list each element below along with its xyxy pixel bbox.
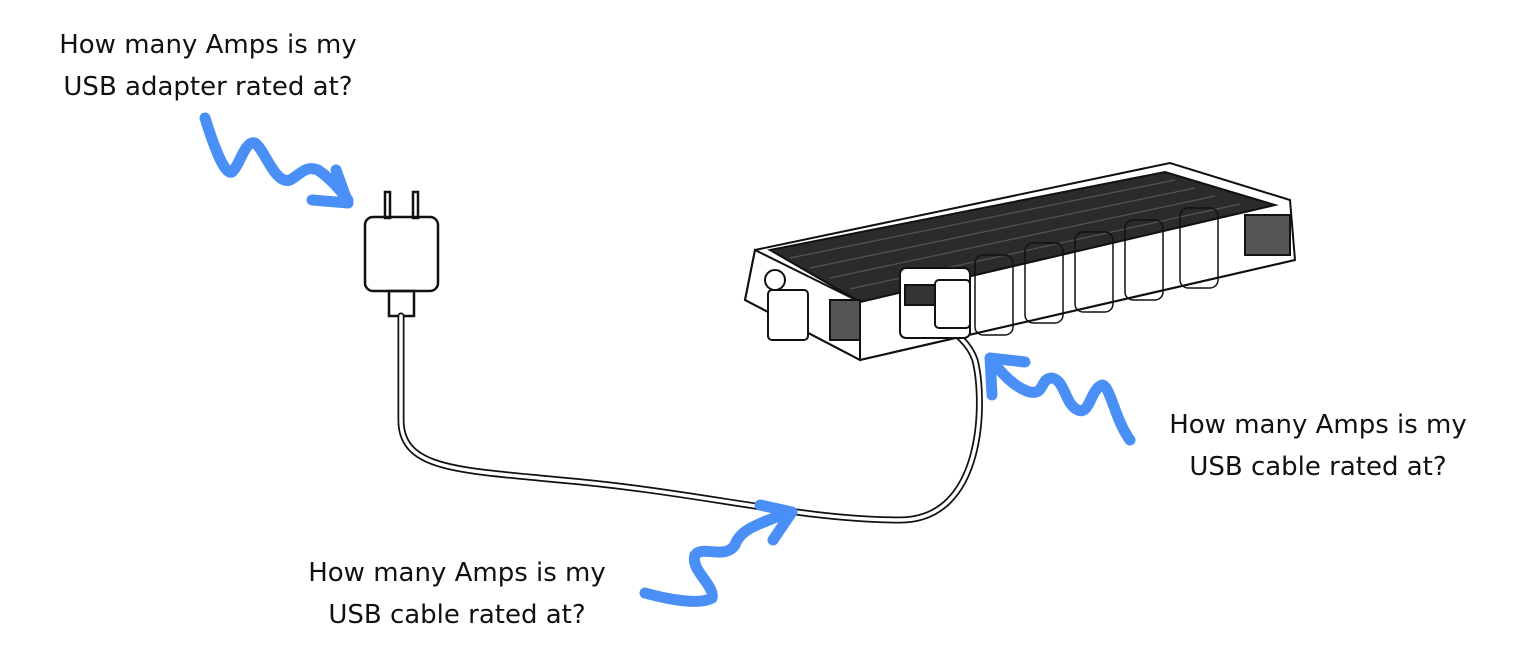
solar-power-bank bbox=[743, 161, 1297, 362]
adapter-question-line1: How many Amps is my bbox=[59, 30, 357, 60]
cable-question-right-line2: USB cable rated at? bbox=[1189, 452, 1447, 482]
arrow-to-adapter-icon bbox=[199, 112, 354, 209]
cable-question-right: How many Amps is my USB cable rated at? bbox=[1138, 404, 1498, 488]
usb-adapter bbox=[363, 190, 440, 318]
cable-question-bottom: How many Amps is my USB cable rated at? bbox=[277, 552, 637, 636]
arrow-to-bank-port-icon bbox=[984, 352, 1136, 446]
arrow-to-cable-icon bbox=[639, 499, 798, 607]
cable-question-right-line1: How many Amps is my bbox=[1169, 410, 1467, 440]
cable-question-bottom-line2: USB cable rated at? bbox=[328, 600, 586, 630]
adapter-question-line2: USB adapter rated at? bbox=[63, 72, 353, 102]
cable-question-bottom-line1: How many Amps is my bbox=[308, 558, 606, 588]
adapter-question: How many Amps is my USB adapter rated at… bbox=[28, 24, 388, 108]
